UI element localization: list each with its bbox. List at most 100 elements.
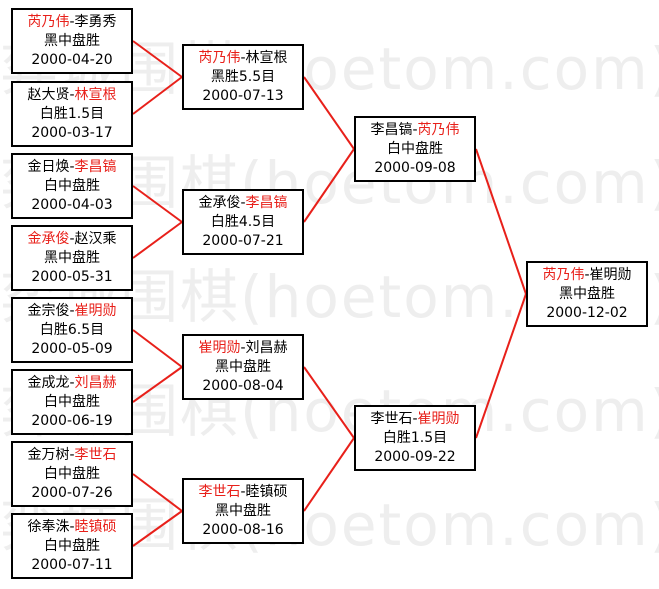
bracket-connector-line (132, 510, 183, 547)
match-result: 白中盘胜 (44, 393, 100, 410)
player-separator: - (69, 230, 75, 247)
player-black: 芮乃伟 (198, 49, 241, 66)
player-white: 睦镇硕 (245, 483, 288, 500)
player-black: 崔明勋 (198, 339, 241, 356)
match-players: 金承俊-李昌镐 (198, 194, 287, 213)
match-players: 金成龙-刘昌赫 (27, 374, 116, 393)
bracket-connector-line (132, 366, 183, 403)
bracket-connector-line (132, 40, 183, 78)
match-result: 黑中盘胜 (215, 358, 271, 375)
match-players: 赵大贤-林宣根 (27, 86, 116, 105)
player-separator: - (584, 266, 590, 283)
match-result: 黑中盘胜 (44, 249, 100, 266)
match-players: 金万树-李世石 (27, 446, 116, 465)
player-black: 李世石 (198, 483, 241, 500)
player-white: 刘昌赫 (245, 339, 288, 356)
match-players: 崔明勋-刘昌赫 (198, 339, 287, 358)
player-separator: - (412, 410, 418, 427)
player-white: 李勇秀 (74, 13, 117, 30)
player-black: 李世石 (370, 410, 413, 427)
match-result: 白中盘胜 (44, 465, 100, 482)
match-result: 白胜6.5目 (39, 321, 105, 338)
player-separator: - (69, 518, 75, 535)
match-result: 白胜1.5目 (39, 105, 105, 122)
match-result: 白胜4.5目 (210, 213, 276, 230)
match-date: 2000-07-26 (31, 484, 113, 501)
match-players: 金宗俊-崔明勋 (27, 302, 116, 321)
player-white: 刘昌赫 (74, 374, 117, 391)
player-white: 李昌镐 (245, 194, 288, 211)
match-date: 2000-08-04 (202, 377, 284, 394)
match-result: 黑中盘胜 (559, 285, 615, 302)
bracket-connector-line (132, 221, 183, 259)
match-date: 2000-07-13 (202, 87, 284, 104)
match-result: 黑中盘胜 (44, 32, 100, 49)
match-box: 赵大贤-林宣根白胜1.5目 2000-03-17 (11, 81, 133, 147)
match-players: 芮乃伟-林宣根 (198, 49, 287, 68)
player-separator: - (240, 49, 246, 66)
player-black: 李昌镐 (370, 121, 413, 138)
player-white: 崔明勋 (74, 302, 117, 319)
player-black: 金万树 (27, 446, 70, 463)
player-black: 金承俊 (198, 194, 241, 211)
player-separator: - (69, 302, 75, 319)
bracket-connector-line (303, 437, 355, 512)
player-white: 崔明勋 (417, 410, 460, 427)
match-date: 2000-07-11 (31, 556, 113, 573)
match-date: 2000-04-03 (31, 196, 113, 213)
player-black: 金承俊 (27, 230, 70, 247)
match-players: 金日焕-李昌镐 (27, 158, 116, 177)
player-white: 李世石 (74, 446, 117, 463)
player-black: 徐奉洙 (27, 518, 70, 535)
player-separator: - (240, 339, 246, 356)
match-date: 2000-05-31 (31, 268, 113, 285)
match-players: 李世石-睦镇硕 (198, 483, 287, 502)
match-result: 黑中盘胜 (215, 502, 271, 519)
player-white: 林宣根 (245, 49, 288, 66)
match-date: 2000-06-19 (31, 412, 113, 429)
player-separator: - (69, 158, 75, 175)
match-players: 李昌镐-芮乃伟 (370, 121, 459, 140)
bracket-connector-line (132, 76, 183, 115)
player-black: 芮乃伟 (542, 266, 585, 283)
match-date: 2000-07-21 (202, 232, 284, 249)
bracket-connector-line (132, 473, 183, 512)
player-white: 李昌镐 (74, 158, 117, 175)
match-date: 2000-09-22 (374, 448, 456, 465)
player-white: 崔明勋 (589, 266, 632, 283)
match-date: 2000-03-17 (31, 124, 113, 141)
player-white: 芮乃伟 (417, 121, 460, 138)
match-players: 徐奉洙-睦镇硕 (27, 518, 116, 537)
bracket-connector-line (475, 148, 527, 295)
player-black: 金日焕 (27, 158, 70, 175)
player-separator: - (412, 121, 418, 138)
match-date: 2000-09-08 (374, 159, 456, 176)
player-separator: - (69, 374, 75, 391)
bracket-connector-line (303, 148, 355, 223)
match-date: 2000-05-09 (31, 340, 113, 357)
player-white: 林宣根 (74, 86, 117, 103)
match-result: 黑胜5.5目 (210, 68, 276, 85)
player-black: 金宗俊 (27, 302, 70, 319)
match-players: 金承俊-赵汉乘 (27, 230, 116, 249)
match-box: 金成龙-刘昌赫白中盘胜 2000-06-19 (11, 369, 133, 435)
player-white: 睦镇硕 (74, 518, 117, 535)
bracket-connector-line (303, 366, 355, 439)
player-separator: - (69, 13, 75, 30)
player-separator: - (69, 446, 75, 463)
match-result: 白中盘胜 (44, 177, 100, 194)
player-black: 赵大贤 (27, 86, 70, 103)
player-black: 芮乃伟 (27, 13, 70, 30)
player-separator: - (240, 194, 246, 211)
match-result: 白中盘胜 (387, 140, 443, 157)
bracket-connector-line (303, 76, 355, 150)
